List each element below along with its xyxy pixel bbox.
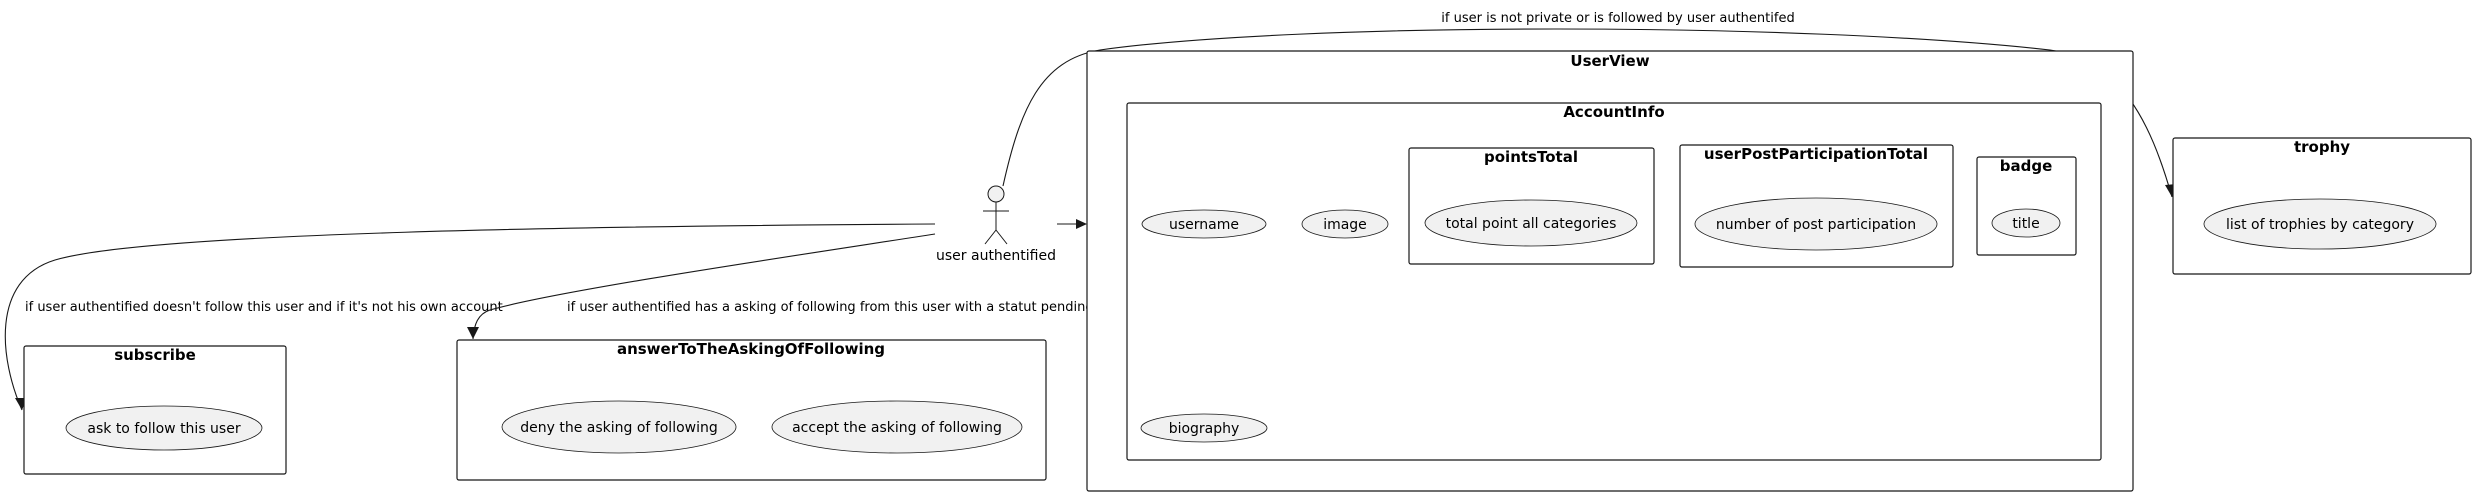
package-title: subscribe bbox=[114, 346, 196, 364]
package-title: userPostParticipationTotal bbox=[1704, 145, 1928, 163]
usecase-accept-asking: accept the asking of following bbox=[771, 400, 1023, 454]
edge-label-to-answer: if user authentified has a asking of fol… bbox=[567, 300, 1094, 315]
arrowhead bbox=[467, 327, 479, 339]
usecase-trophies-list: list of trophies by category bbox=[2203, 198, 2437, 250]
svg-text:biography: biography bbox=[1169, 421, 1240, 437]
package-badge: badge title bbox=[1976, 156, 2077, 256]
edge-label-to-subscribe: if user authentified doesn't follow this… bbox=[25, 300, 503, 315]
svg-text:ask to follow this user: ask to follow this user bbox=[87, 421, 240, 437]
usecase-image: image bbox=[1301, 209, 1389, 239]
package-pointstotal: pointsTotal total point all categories bbox=[1408, 147, 1655, 265]
usecase-total-points: total point all categories bbox=[1424, 199, 1638, 247]
package-subscribe: subscribe ask to follow this user bbox=[23, 345, 287, 475]
package-answer-asking-of-following: answerToTheAskingOfFollowing deny the as… bbox=[456, 339, 1047, 481]
actor-user-authentified: user authentified bbox=[936, 185, 1056, 264]
package-title: badge bbox=[2000, 157, 2053, 175]
svg-text:total point all categories: total point all categories bbox=[1446, 216, 1617, 232]
usecase-ask-to-follow: ask to follow this user bbox=[65, 405, 263, 451]
edge-actor-to-userview bbox=[1057, 219, 1087, 229]
svg-text:title: title bbox=[2012, 216, 2039, 232]
package-title: UserView bbox=[1570, 52, 1649, 70]
edge-actor-to-answer bbox=[467, 233, 936, 340]
package-title: trophy bbox=[2294, 138, 2350, 156]
svg-text:username: username bbox=[1169, 217, 1239, 233]
package-title: pointsTotal bbox=[1484, 148, 1578, 166]
arrowhead bbox=[1076, 219, 1087, 229]
package-participation: userPostParticipationTotal number of pos… bbox=[1679, 144, 1954, 268]
svg-text:number of post participation: number of post participation bbox=[1716, 217, 1916, 233]
package-trophy: trophy list of trophies by category bbox=[2172, 137, 2472, 275]
edge-label-to-trophy: if user is not private or is followed by… bbox=[1441, 11, 1794, 26]
package-accountinfo: AccountInfo username image biography poi… bbox=[1126, 102, 2102, 461]
package-title: AccountInfo bbox=[1563, 103, 1664, 121]
svg-text:list of trophies by category: list of trophies by category bbox=[2226, 217, 2414, 233]
package-title: answerToTheAskingOfFollowing bbox=[617, 340, 885, 358]
actor-head bbox=[987, 185, 1005, 203]
usecase-post-participation: number of post participation bbox=[1694, 197, 1938, 251]
package-userview: UserView AccountInfo username image biog… bbox=[1086, 50, 2134, 492]
usecase-username: username bbox=[1141, 209, 1267, 239]
usecase-biography: biography bbox=[1140, 413, 1268, 443]
svg-text:image: image bbox=[1323, 217, 1367, 233]
svg-text:accept the asking of following: accept the asking of following bbox=[792, 420, 1002, 436]
svg-text:deny the asking of following: deny the asking of following bbox=[520, 420, 718, 436]
usecase-badge-title: title bbox=[1991, 208, 2061, 238]
actor-label: user authentified bbox=[936, 248, 1056, 264]
usecase-deny-asking: deny the asking of following bbox=[501, 400, 737, 454]
